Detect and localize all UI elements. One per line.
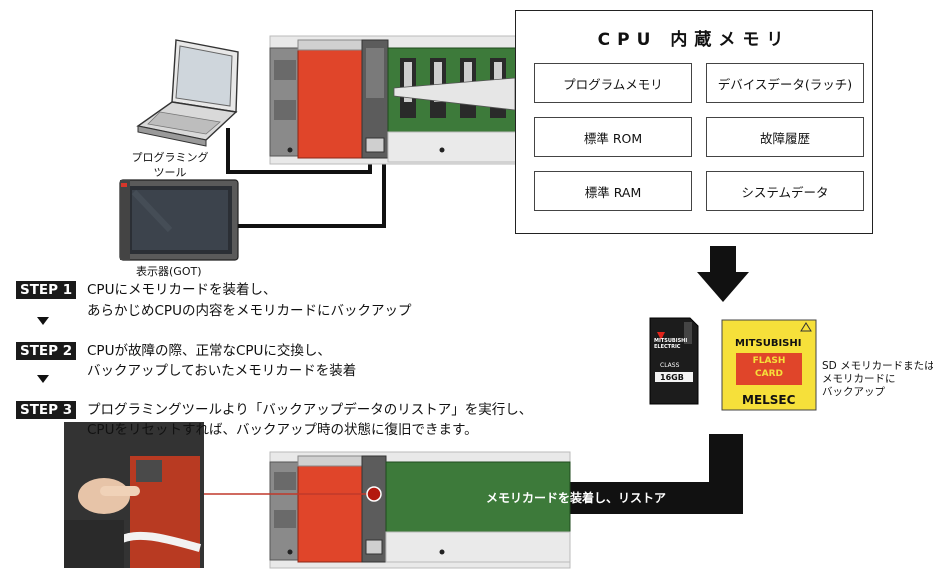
sd-card-class: CLASS (660, 362, 680, 369)
step-3-line: CPUをリセットすれば、バックアップ時の状態に復旧できます。 (87, 422, 478, 438)
step-2-line: CPUが故障の際、正常なCPUに交換し、 (87, 343, 331, 359)
photo-hand-inserting-card (64, 422, 204, 568)
memory-cell: 故障履歴 (706, 117, 864, 157)
flash-card-title: FLASH CARD (736, 355, 802, 381)
step-3-line: プログラミングツールより「バックアップデータのリストア」を実行し、 (87, 402, 533, 418)
flash-card-brand: MITSUBISHI (735, 338, 802, 349)
memory-cell: プログラムメモリ (534, 63, 692, 103)
sd-card-capacity: 16GB (660, 373, 684, 382)
programming-tool-label: プログラミング ツール (130, 150, 210, 180)
memory-cell: 標準 ROM (534, 117, 692, 157)
flash-card-title-line: CARD (755, 369, 783, 379)
sd-card-brand-line: ELECTRIC (654, 344, 681, 350)
step-1-line: あらかじめCPUの内容をメモリカードにバックアップ (87, 303, 412, 319)
step-1-line: CPUにメモリカードを装着し、 (87, 282, 277, 298)
sd-caption-line: SD メモリカードまたは (822, 360, 933, 372)
got-display-icon (119, 179, 239, 261)
cpu-memory-panel: CPU 内蔵メモリ プログラムメモリ デバイスデータ(ラッチ) 標準 ROM 故… (515, 10, 873, 234)
plc-unit-bottom (269, 451, 571, 569)
step-3-badge: STEP 3 (16, 401, 77, 419)
step-arrow-icon (37, 317, 49, 325)
step-1-badge: STEP 1 (16, 281, 77, 299)
sd-card-brand: MITSUBISHI ELECTRIC (654, 338, 687, 350)
laptop-icon (136, 39, 239, 147)
sd-card-brand-line: MITSUBISHI (654, 338, 688, 344)
programming-tool-line: プログラミング (131, 151, 209, 164)
sd-card-icon (649, 317, 699, 405)
flash-card-icon (721, 319, 817, 411)
programming-tool-line: ツール (153, 166, 187, 179)
memory-cell: 標準 RAM (534, 171, 692, 211)
step-arrow-icon (37, 375, 49, 383)
memory-cell: システムデータ (706, 171, 864, 211)
flash-card-title-line: FLASH (752, 356, 786, 366)
sd-caption-line: バックアップ (822, 386, 885, 398)
restore-arrow-label: メモリカードを装着し、リストア (486, 491, 667, 505)
highlight-line (204, 486, 382, 502)
sd-caption: SD メモリカードまたは メモリカードに バックアップ (822, 360, 933, 399)
sd-caption-line: メモリカードに (822, 373, 896, 385)
memory-cell: デバイスデータ(ラッチ) (706, 63, 864, 103)
got-label: 表示器(GOT) (136, 265, 202, 278)
down-arrow-icon (697, 246, 749, 302)
step-2-line: バックアップしておいたメモリカードを装着 (87, 363, 357, 379)
step-2-badge: STEP 2 (16, 342, 77, 360)
memory-panel-title: CPU 内蔵メモリ (597, 30, 791, 50)
flash-card-maker: MELSEC (742, 393, 796, 407)
